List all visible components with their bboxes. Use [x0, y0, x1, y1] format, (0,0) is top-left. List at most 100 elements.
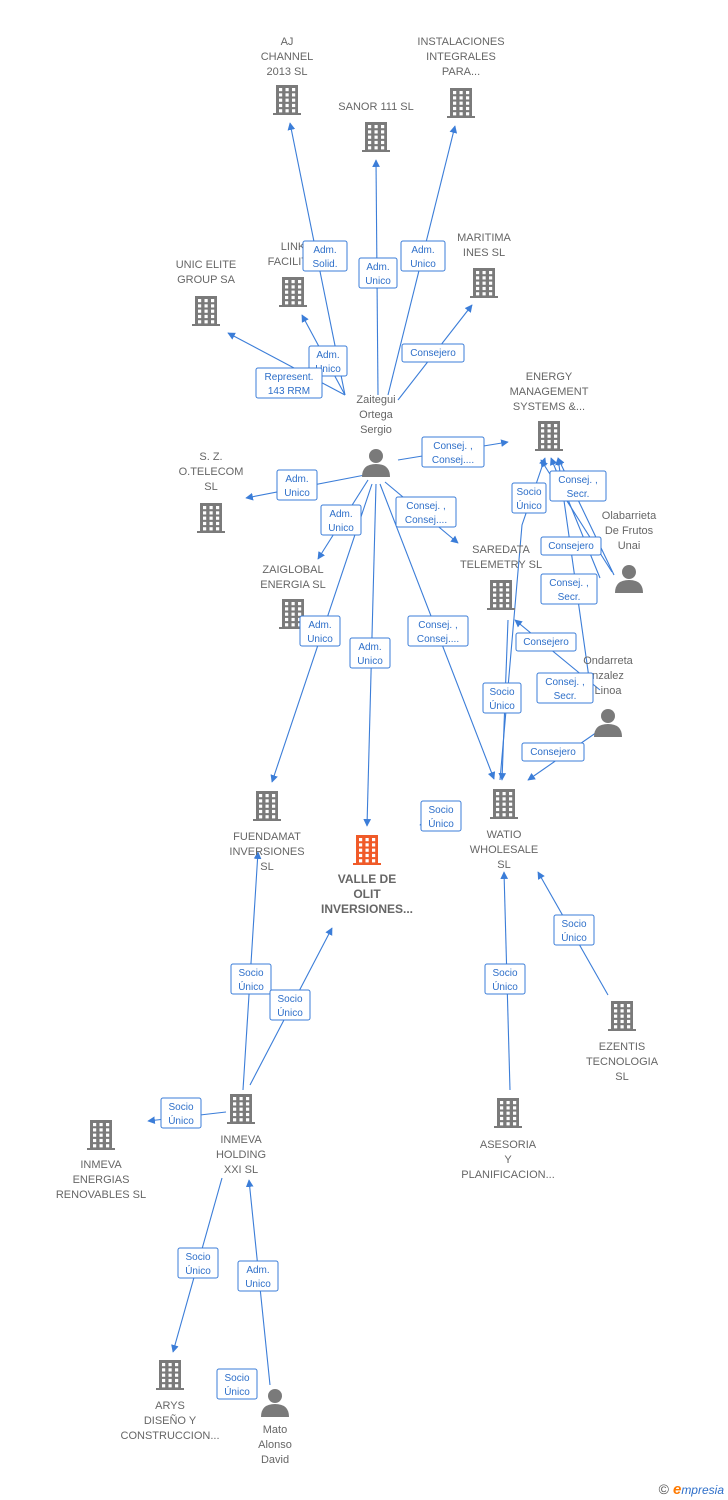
building-icon [487, 580, 515, 610]
relation-label[interactable]: Adm.Unico [358, 257, 398, 289]
relation-label-box [299, 615, 341, 647]
relation-label-text: Consej. , [433, 441, 472, 452]
node-label: Sergio [360, 424, 392, 436]
relation-label-text: Consej.... [432, 455, 474, 466]
relation-label[interactable]: Consejero [515, 632, 577, 652]
relation-label-text: Único [224, 1385, 250, 1398]
company-node[interactable]: ASESORIAYPLANIFICACION... [461, 1098, 555, 1181]
relation-label-text: Único [561, 931, 587, 944]
relation-label[interactable]: Adm.Solid. [302, 240, 348, 272]
relation-label-text: Socio [224, 1373, 249, 1384]
relation-label-box [349, 637, 391, 669]
relation-label-box [358, 257, 398, 289]
relation-label[interactable]: Consej. ,Secr. [540, 573, 598, 605]
node-label: INTEGRALES [426, 51, 496, 63]
building-icon [494, 1098, 522, 1128]
brand-footer[interactable]: ©empresia [659, 1481, 724, 1498]
relation-label[interactable]: Adm. Unico [400, 240, 446, 272]
node-label: ENERGIAS [73, 1174, 130, 1186]
relation-label[interactable]: Consej. ,Consej.... [407, 615, 469, 647]
node-label: Zaitegui [356, 394, 395, 406]
relation-label-text: Unico [328, 523, 354, 534]
relation-label-text: Secr. [558, 592, 581, 603]
relation-label[interactable]: Consej. ,Consej.... [395, 496, 457, 528]
node-label: DISEÑO Y [144, 1414, 197, 1427]
building-icon [362, 122, 390, 152]
node-label: INSTALACIONES [417, 36, 504, 48]
person-icon [261, 1389, 289, 1417]
node-label: HOLDING [216, 1149, 266, 1161]
relation-label-text: Consejero [523, 637, 569, 648]
relation-label-text: Adm. [411, 245, 434, 256]
relation-label-text: Consejero [548, 541, 594, 552]
relation-label[interactable]: Adm.Unico [237, 1260, 279, 1292]
company-node[interactable]: INSTALACIONES INTEGRALES PARA... [417, 36, 505, 118]
building-icon [253, 791, 281, 821]
relation-label[interactable]: Adm.Unico [276, 469, 318, 501]
node-label: S. Z. [199, 451, 222, 463]
node-label: PLANIFICACION... [461, 1169, 555, 1181]
node-label: Ortega [359, 409, 394, 421]
focus-company-node[interactable]: VALLE DEOLITINVERSIONES... [321, 835, 413, 916]
relation-label[interactable]: Consejero [401, 343, 465, 363]
relation-label[interactable]: Adm.Unico [349, 637, 391, 669]
relation-label[interactable]: Consej. , Secr. [549, 470, 607, 502]
relation-label[interactable]: Consejero [540, 536, 602, 556]
node-label: PARA... [442, 66, 480, 78]
relation-label-box [549, 470, 607, 502]
relation-label[interactable]: Consejero [521, 742, 585, 762]
relation-label[interactable]: Represent.143 RRM [255, 367, 323, 399]
node-label: WHOLESALE [470, 844, 538, 856]
relation-label-text: Unico [410, 259, 436, 270]
node-label: David [261, 1454, 289, 1466]
relation-label-text: Unico [307, 634, 333, 645]
relation-label-box [420, 800, 462, 832]
node-label: SL [615, 1071, 628, 1083]
relation-label[interactable]: Adm.Unico [320, 504, 362, 536]
relation-label-box [160, 1097, 202, 1129]
node-label: MANAGEMENT [510, 386, 589, 398]
relation-label[interactable]: Consej. ,Secr. [536, 672, 594, 704]
company-node[interactable]: SANOR 111 SL [338, 101, 414, 152]
node-label: ENERGY [526, 371, 573, 383]
node-label: SL [204, 481, 217, 493]
building-icon [470, 268, 498, 298]
relation-label-text: Único [277, 1006, 303, 1019]
relation-label[interactable]: Consej. , Consej.... [421, 436, 485, 468]
relation-label-text: Secr. [567, 489, 590, 500]
building-icon [197, 503, 225, 533]
relation-label-box [482, 682, 522, 714]
node-label: RENOVABLES SL [56, 1189, 146, 1201]
node-label: AJ [281, 36, 294, 48]
relation-label-text: Consej. , [558, 475, 597, 486]
relation-label[interactable]: Adm.Unico [299, 615, 341, 647]
